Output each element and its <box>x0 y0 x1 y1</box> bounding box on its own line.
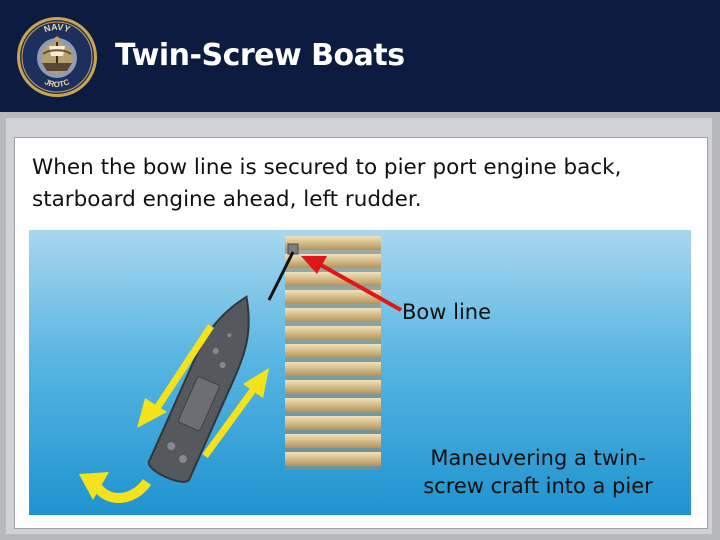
pier-plank <box>285 398 381 412</box>
pier-plank <box>285 362 381 376</box>
bow-line-label: Bow line <box>402 300 492 324</box>
engine-ahead-arrow <box>202 387 256 459</box>
diagram-caption: Maneuvering a twin-screw craft into a pi… <box>423 446 653 498</box>
rudder-turn-arrowhead <box>79 472 109 500</box>
pier-plank <box>285 290 381 304</box>
pier <box>285 236 381 470</box>
pier-plank <box>285 344 381 358</box>
bow-line-callout-arrow <box>318 262 402 312</box>
boat <box>148 295 250 483</box>
engine-back-arrowhead <box>137 398 167 428</box>
seal-bottom-text: JROTC <box>43 77 71 89</box>
boat-deckhouse <box>178 376 220 431</box>
pier-plank <box>285 434 381 448</box>
pier-plank <box>285 416 381 430</box>
pier-plank <box>285 452 381 466</box>
pier-plank <box>285 236 381 250</box>
navy-jrotc-seal-icon: NAVY JROTC <box>17 17 97 97</box>
engine-back-arrow <box>154 324 214 410</box>
engine-ahead-arrowhead <box>243 368 269 398</box>
bow-line <box>267 251 295 301</box>
pier-plank <box>285 254 381 268</box>
page-title: Twin-Screw Boats <box>115 38 405 73</box>
pier-plank <box>285 272 381 286</box>
slide-header: NAVY JROTC Twin-Screw Boats <box>0 0 720 112</box>
svg-text:JROTC: JROTC <box>43 77 71 89</box>
body-text: When the bow line is secured to pier por… <box>32 155 622 212</box>
bow-line-callout-arrowhead <box>301 256 327 274</box>
twin-screw-diagram <box>29 230 691 515</box>
pier-plank <box>285 308 381 322</box>
pier-plank <box>285 380 381 394</box>
pier-plank <box>285 326 381 340</box>
